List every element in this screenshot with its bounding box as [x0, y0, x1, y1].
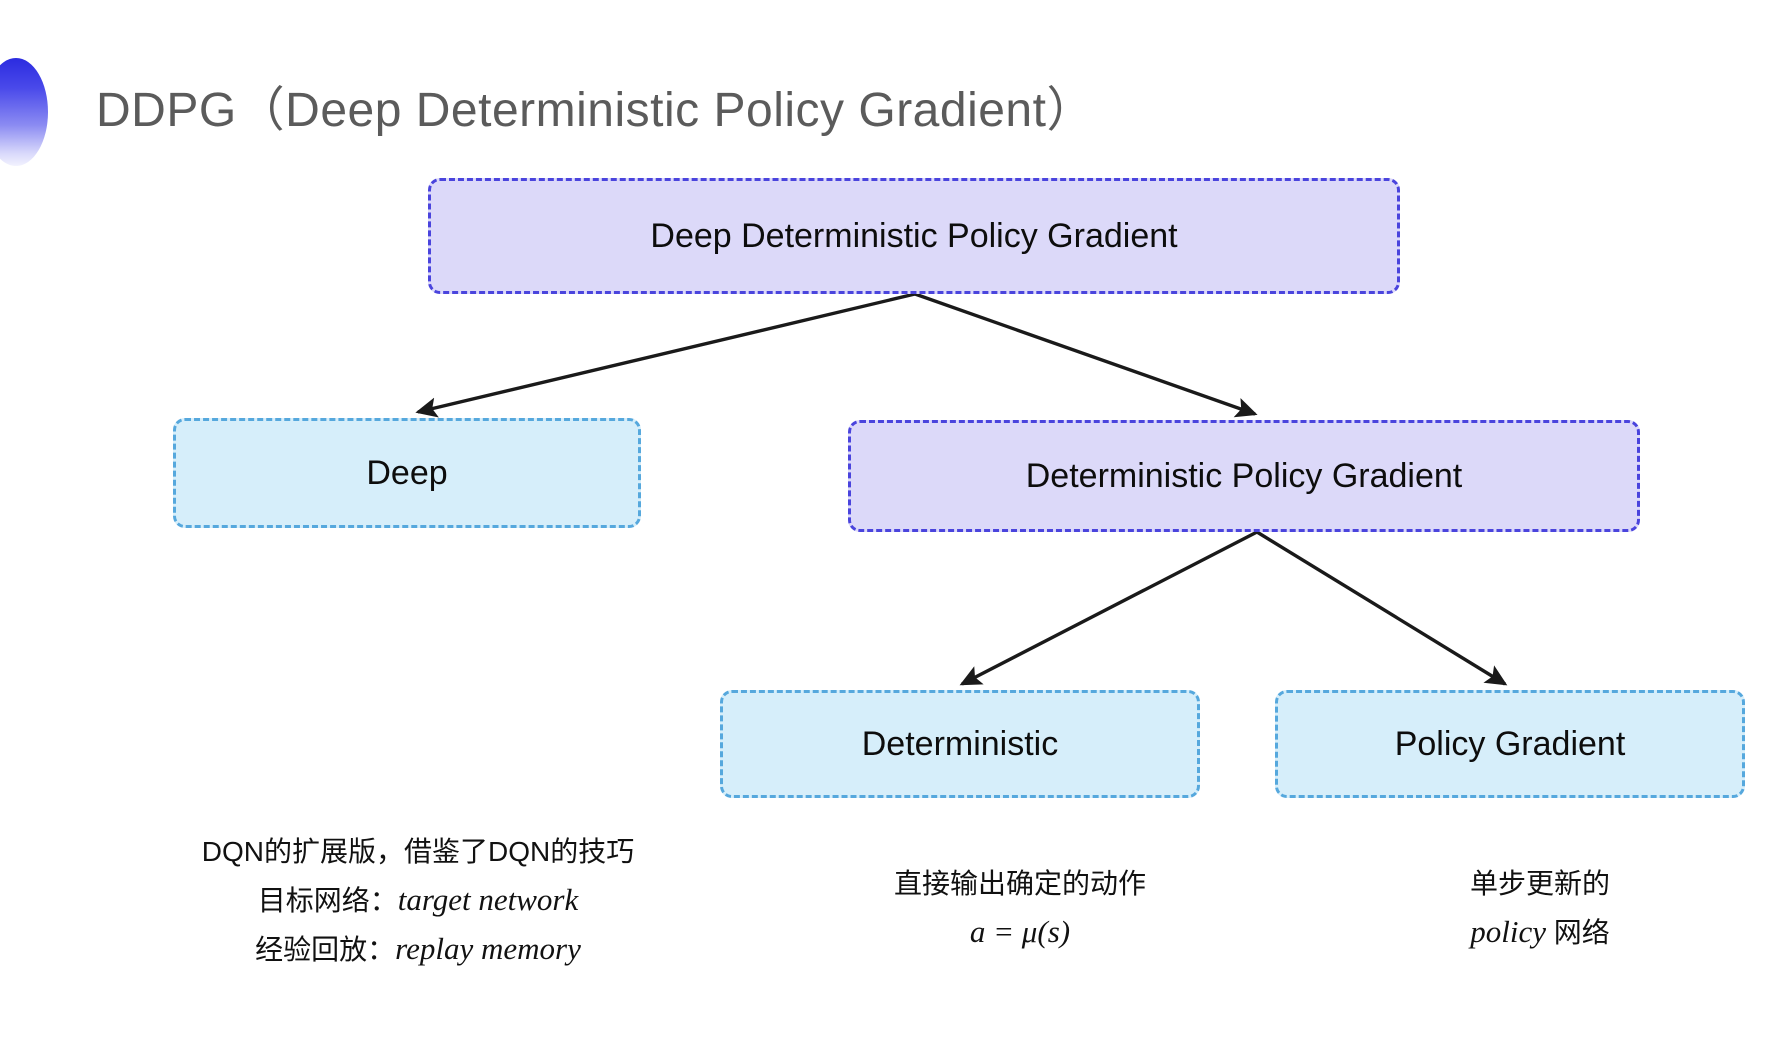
- caption-policy-gradient-line1: 单步更新的: [1469, 868, 1610, 899]
- caption-deep-line3-term: replay memory: [395, 931, 581, 966]
- caption-deep-line1: DQN的扩展版，借鉴了DQN的技巧: [201, 836, 635, 867]
- node-label: Deterministic: [861, 724, 1059, 763]
- caption-deep-line3: 经验回放：replay memory: [148, 925, 688, 974]
- page-title: DDPG（Deep Deterministic Policy Gradient）: [96, 84, 1095, 137]
- caption-policy-gradient: 单步更新的 policy 网络: [1330, 860, 1750, 957]
- edge-root-to-dpg: [914, 292, 1258, 418]
- caption-deterministic-line1: 直接输出确定的动作: [893, 868, 1146, 899]
- caption-deep-line2: 目标网络：target network: [148, 876, 688, 925]
- node-deep[interactable]: Deep: [173, 418, 641, 528]
- edge-root-to-deep: [415, 292, 916, 418]
- caption-policy-gradient-line2: policy 网络: [1330, 908, 1750, 957]
- node-policy-gradient[interactable]: Policy Gradient: [1275, 690, 1745, 798]
- node-deterministic[interactable]: Deterministic: [720, 690, 1200, 798]
- node-label: Deep Deterministic Policy Gradient: [650, 216, 1178, 255]
- node-label: Policy Gradient: [1394, 724, 1626, 763]
- caption-deep-line3-label: 经验回放：: [255, 934, 396, 965]
- edge-dpg-to-deterministic: [959, 530, 1258, 686]
- node-label: Deep: [366, 453, 448, 492]
- node-deterministic-policy-gradient[interactable]: Deterministic Policy Gradient: [848, 420, 1640, 532]
- caption-deep-line2-label: 目标网络：: [257, 885, 398, 916]
- title-bullet-icon: [0, 58, 48, 166]
- caption-deterministic: 直接输出确定的动作 a = μ(s): [800, 860, 1240, 956]
- caption-deep: DQN的扩展版，借鉴了DQN的技巧 目标网络：target network 经验…: [148, 828, 688, 974]
- node-label: Deterministic Policy Gradient: [1025, 456, 1463, 495]
- caption-policy-gradient-line2-term: policy: [1470, 914, 1546, 949]
- edge-dpg-to-policy-gradient: [1256, 530, 1508, 686]
- caption-deterministic-formula: a = μ(s): [969, 914, 1071, 949]
- caption-deep-line2-term: target network: [397, 882, 579, 917]
- caption-policy-gradient-line2-suffix: 网络: [1545, 917, 1610, 948]
- node-deep-deterministic-policy-gradient[interactable]: Deep Deterministic Policy Gradient: [428, 178, 1400, 294]
